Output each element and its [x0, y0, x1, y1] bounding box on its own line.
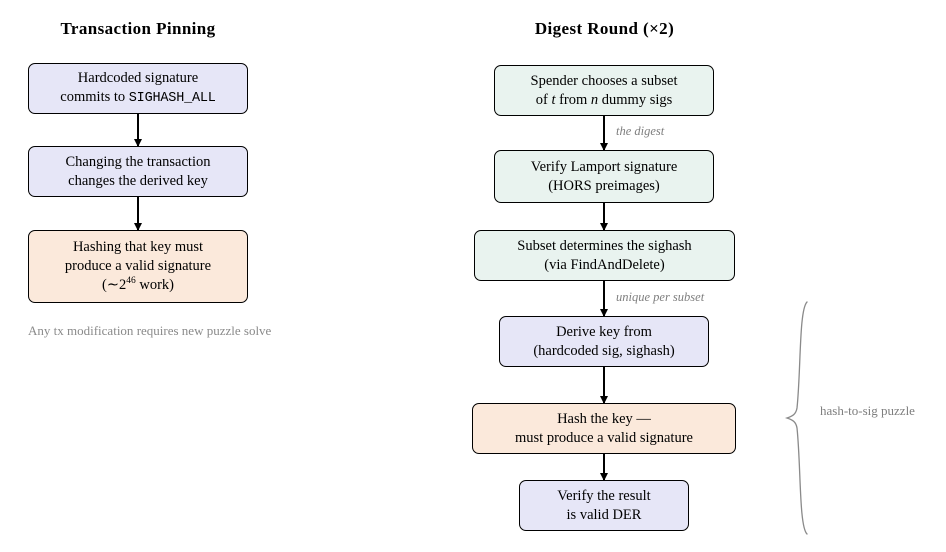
node-line-2: (HORS preimages) [548, 177, 660, 194]
node-line-1: Verify Lamport signature [530, 158, 678, 175]
node-line-2-text: commits to [60, 89, 129, 106]
node-line-2: commits to SIGHASH_ALL [60, 88, 216, 108]
node-line-2: is valid DER [566, 506, 642, 523]
node-subset-determines-sighash: Subset determines the sighash (via FindA… [474, 230, 735, 281]
var-n: n [590, 91, 599, 108]
column-title-digest-round: Digest Round (×2) [534, 19, 675, 38]
node-line-2: (via FindAndDelete) [544, 256, 665, 273]
node-line-2: must produce a valid signature [515, 429, 693, 446]
work-prefix: (∼2 [102, 276, 127, 293]
node-changing-transaction: Changing the transaction changes the der… [28, 146, 248, 197]
node-spender-chooses-subset: Spender chooses a subset of t from n dum… [494, 65, 714, 116]
node-line-1: Changing the transaction [65, 153, 211, 170]
node-line-1: Hardcoded signature [77, 70, 199, 87]
arrow-hash-to-verify-der [603, 454, 605, 480]
node-line-1: Hash the key — [557, 410, 651, 427]
node-hardcoded-signature: Hardcoded signature commits to SIGHASH_A… [28, 63, 248, 114]
arrow-box2-to-box3 [137, 197, 139, 230]
node-verify-lamport-signature: Verify Lamport signature (HORS preimages… [494, 150, 714, 203]
node-derive-key-from: Derive key from (hardcoded sig, sighash) [499, 316, 709, 367]
node-line-2: changes the derived key [68, 172, 208, 189]
brace-label-line-1: hash-to-sig [820, 403, 878, 418]
brace-label-hash-to-sig-puzzle: hash-to-sig puzzle [820, 402, 915, 420]
edge-label-the-digest: the digest [616, 124, 665, 138]
subset-suffix: dummy sigs [598, 91, 673, 108]
subset-mid: from [555, 91, 591, 108]
node-line-2: produce a valid signature [64, 258, 212, 275]
arrow-box1-to-box2 [137, 114, 139, 146]
work-suffix: work) [135, 276, 174, 293]
node-line-1: Derive key from [556, 323, 652, 340]
arrow-subset-to-derive-key [603, 281, 605, 316]
column-title-transaction-pinning: Transaction Pinning [60, 19, 216, 38]
node-line-1: Subset determines the sighash [517, 237, 692, 254]
edge-label-unique-per-subset: unique per subset [616, 290, 705, 304]
node-hash-the-key: Hash the key — must produce a valid sign… [472, 403, 736, 454]
arrow-lamport-to-subset [603, 203, 605, 230]
node-line-2: (hardcoded sig, sighash) [533, 342, 675, 359]
brace-label-line-2: puzzle [881, 403, 915, 418]
node-verify-valid-der: Verify the result is valid DER [519, 480, 689, 531]
caption-line-2: requires new puzzle solve [136, 323, 272, 338]
subset-prefix: of [535, 91, 552, 108]
node-line-1: Hashing that key must [72, 239, 204, 256]
node-line-1: Verify the result [557, 487, 651, 504]
arrow-spender-to-verify-lamport [603, 116, 605, 150]
arrow-derive-to-hash [603, 367, 605, 403]
grouping-brace-icon [784, 301, 808, 535]
work-exponent: 46 [126, 276, 136, 287]
node-line-2: of t from n dummy sigs [536, 91, 673, 110]
left-column-caption: Any tx modification requires new puzzle … [28, 322, 271, 340]
caption-line-1: Any tx modification [28, 323, 134, 338]
node-hashing-key-work: Hashing that key must produce a valid si… [28, 230, 248, 303]
node-line-1: Spender chooses a subset [530, 72, 678, 89]
sighash-all-literal: SIGHASH_ALL [128, 91, 216, 107]
node-line-3: (∼246 work) [102, 276, 174, 295]
var-t: t [551, 91, 556, 108]
